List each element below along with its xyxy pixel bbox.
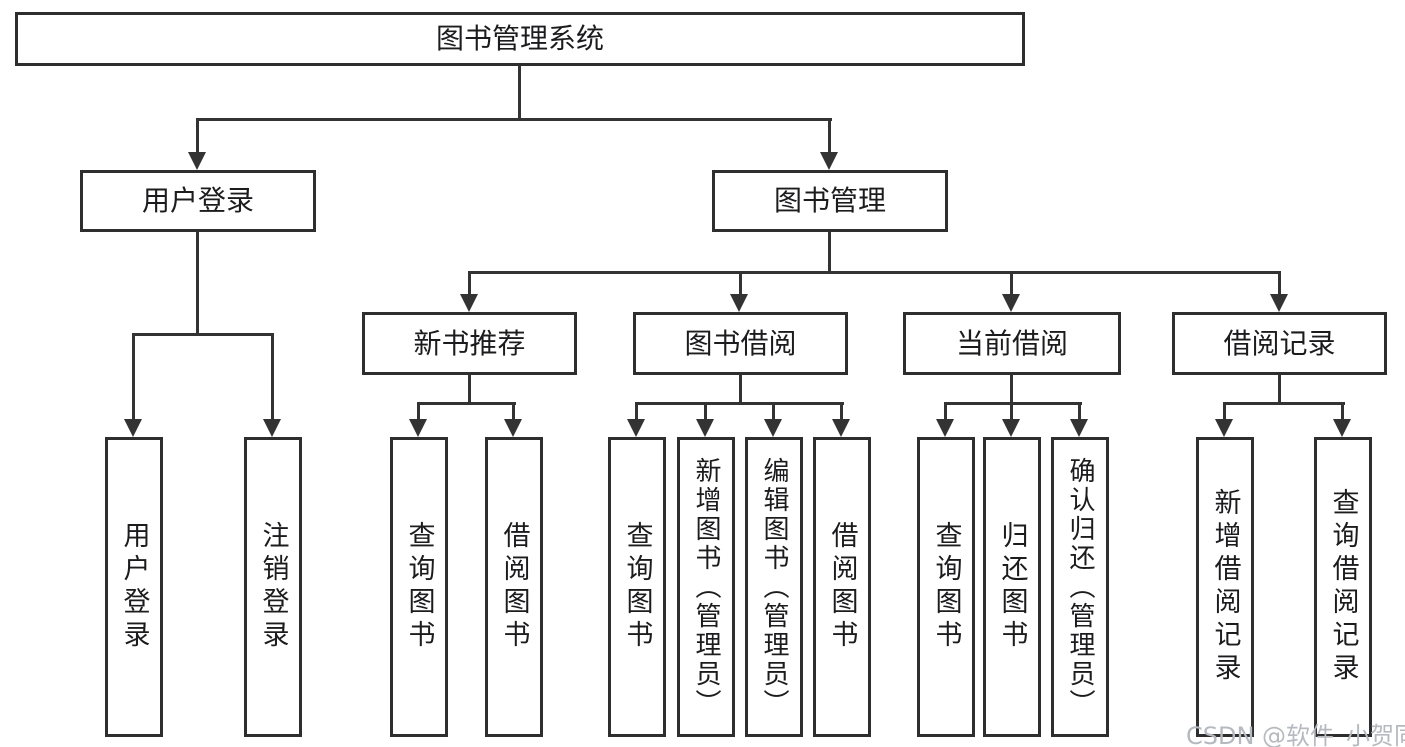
leaf-confirm-return-admin: 确认归还（管理员） xyxy=(1051,437,1109,737)
node-label: 注销登录 xyxy=(257,521,289,653)
connector-line xyxy=(196,118,199,154)
arrow-down-icon xyxy=(1002,419,1020,437)
connector-line xyxy=(739,375,742,404)
connector-line xyxy=(271,333,274,421)
connector-line xyxy=(635,402,844,405)
node-label: 借阅图书 xyxy=(498,521,530,653)
arrow-down-icon xyxy=(627,419,645,437)
connector-line xyxy=(1278,271,1281,296)
node-label: 归还图书 xyxy=(996,521,1028,653)
node-label: 确认归还（管理员） xyxy=(1065,456,1095,718)
node-label: 图书管理 xyxy=(773,184,886,217)
arrow-down-icon xyxy=(188,152,206,170)
leaf-borrow-books: 借阅图书 xyxy=(813,437,871,737)
connector-line xyxy=(468,271,1281,274)
connector-line xyxy=(1010,375,1013,404)
leaf-return-books: 归还图书 xyxy=(983,437,1041,737)
node-label: 编辑图书（管理员） xyxy=(759,456,789,718)
node-borrowing-records: 借阅记录 xyxy=(1172,312,1387,375)
leaf-add-books-admin: 新增图书（管理员） xyxy=(677,437,735,737)
connector-line xyxy=(1341,402,1344,421)
connector-line xyxy=(196,118,832,121)
leaf-add-borrow-record: 新增借阅记录 xyxy=(1196,437,1254,737)
connector-line xyxy=(196,232,199,335)
node-label: 借阅记录 xyxy=(1223,326,1336,360)
connector-line xyxy=(1010,402,1013,421)
arrow-down-icon xyxy=(820,152,838,170)
node-new-book-recommendation: 新书推荐 xyxy=(362,312,577,375)
connector-line xyxy=(468,375,471,404)
csdn-watermark: CSDN @软件_小贺同学 xyxy=(1186,722,1405,747)
arrow-down-icon xyxy=(124,419,142,437)
node-label: 当前借阅 xyxy=(955,326,1068,360)
connector-line xyxy=(1078,402,1081,421)
arrow-down-icon xyxy=(460,294,478,312)
node-label: 新书推荐 xyxy=(413,326,526,360)
connector-line xyxy=(132,333,135,421)
arrow-down-icon xyxy=(1002,294,1020,312)
connector-line xyxy=(512,402,515,421)
node-label: 图书管理系统 xyxy=(435,22,604,55)
leaf-borrow-books: 借阅图书 xyxy=(485,437,543,737)
leaf-user-login: 用户登录 xyxy=(105,437,163,737)
node-label: 查询图书 xyxy=(621,521,653,653)
connector-line xyxy=(132,333,274,336)
connector-line xyxy=(417,402,516,405)
connector-line xyxy=(417,402,420,421)
node-library-management-system: 图书管理系统 xyxy=(15,12,1025,66)
node-label: 新增图书（管理员） xyxy=(691,456,721,718)
arrow-down-icon xyxy=(696,419,714,437)
arrow-down-icon xyxy=(730,294,748,312)
leaf-query-books: 查询图书 xyxy=(608,437,666,737)
arrow-down-icon xyxy=(504,419,522,437)
arrow-down-icon xyxy=(832,419,850,437)
node-label: 查询借阅记录 xyxy=(1327,488,1359,686)
arrow-down-icon xyxy=(764,419,782,437)
connector-line xyxy=(635,402,638,421)
connector-line xyxy=(468,271,471,296)
arrow-down-icon xyxy=(409,419,427,437)
arrow-down-icon xyxy=(263,419,281,437)
connector-line xyxy=(739,271,742,296)
node-label: 图书借阅 xyxy=(684,326,797,360)
arrow-down-icon xyxy=(1333,419,1351,437)
node-book-management: 图书管理 xyxy=(712,170,948,232)
connector-line xyxy=(518,66,521,118)
connector-line xyxy=(944,402,947,421)
node-label: 用户登录 xyxy=(141,184,254,217)
arrow-down-icon xyxy=(1270,294,1288,312)
arrow-down-icon xyxy=(1070,419,1088,437)
node-label: 查询图书 xyxy=(403,521,435,653)
connector-line xyxy=(704,402,707,421)
node-label: 查询图书 xyxy=(930,521,962,653)
leaf-edit-books-admin: 编辑图书（管理员） xyxy=(745,437,803,737)
leaf-query-borrow-record: 查询借阅记录 xyxy=(1314,437,1372,737)
node-book-borrowing: 图书借阅 xyxy=(633,312,848,375)
node-label: 新增借阅记录 xyxy=(1209,488,1241,686)
node-current-borrowing: 当前借阅 xyxy=(903,312,1121,375)
arrow-down-icon xyxy=(936,419,954,437)
leaf-logout: 注销登录 xyxy=(244,437,302,737)
leaf-query-books: 查询图书 xyxy=(390,437,448,737)
connector-line xyxy=(772,402,775,421)
connector-line xyxy=(1278,375,1281,404)
connector-line xyxy=(828,232,831,273)
arrow-down-icon xyxy=(1215,419,1233,437)
connector-line xyxy=(828,118,831,154)
connector-line xyxy=(1010,271,1013,296)
connector-line xyxy=(1223,402,1345,405)
node-user-login: 用户登录 xyxy=(80,170,316,232)
connector-line xyxy=(840,402,843,421)
connector-line xyxy=(1223,402,1226,421)
leaf-query-books: 查询图书 xyxy=(917,437,975,737)
node-label: 用户登录 xyxy=(118,521,150,653)
connector-line xyxy=(944,402,1082,405)
node-label: 借阅图书 xyxy=(826,521,858,653)
